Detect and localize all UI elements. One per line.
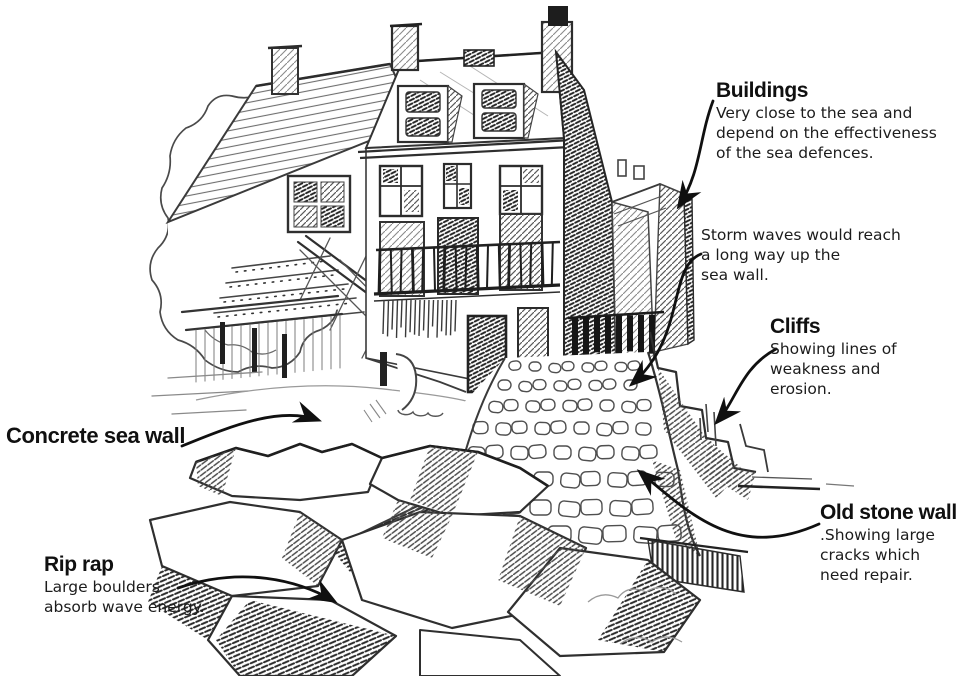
- concrete-sea-wall-arrow: [180, 401, 322, 448]
- old-stone-wall-label: Old stone wall: [820, 501, 957, 524]
- annotation-buildings: Buildings Very close to the sea and depe…: [716, 79, 937, 164]
- annotation-old-stone-wall: Old stone wall .Showing large cracks whi…: [820, 501, 957, 586]
- old-stone-wall-arrow: [636, 469, 821, 539]
- annotation-rip-rap: Rip rap Large boulders absorb wave energ…: [44, 553, 205, 618]
- old-stone-wall-note: .Showing large cracks which need repair.: [820, 526, 935, 584]
- rip-rap-label: Rip rap: [44, 553, 114, 576]
- annotation-arrows: [176, 99, 821, 604]
- rip-rap-note: Large boulders absorb wave energy.: [44, 578, 205, 616]
- storm-waves-note: Storm waves would reach a long way up th…: [701, 226, 901, 284]
- annex-building-sketch: [165, 44, 418, 330]
- annotation-cliffs: Cliffs Showing lines of weakness and ero…: [770, 315, 897, 400]
- cliffs-label: Cliffs: [770, 315, 821, 338]
- cliffs-arrow: [714, 347, 778, 426]
- house-sketch: [357, 6, 695, 400]
- concrete-sea-wall-sketch: [195, 352, 471, 423]
- annotation-storm-waves: Storm waves would reach a long way up th…: [701, 226, 901, 285]
- cliffs-note: Showing lines of weakness and erosion.: [770, 340, 897, 398]
- buildings-label: Buildings: [716, 79, 809, 102]
- cliff-sketch: [648, 331, 855, 500]
- buildings-note: Very close to the sea and depend on the …: [716, 104, 937, 162]
- annotation-concrete-sea-wall: Concrete sea wall: [6, 424, 185, 447]
- rip-rap-arrow: [176, 575, 338, 604]
- storm-waves-arrow: [628, 252, 703, 387]
- concrete-sea-wall-label: Concrete sea wall: [6, 423, 186, 448]
- buildings-arrow: [676, 99, 715, 210]
